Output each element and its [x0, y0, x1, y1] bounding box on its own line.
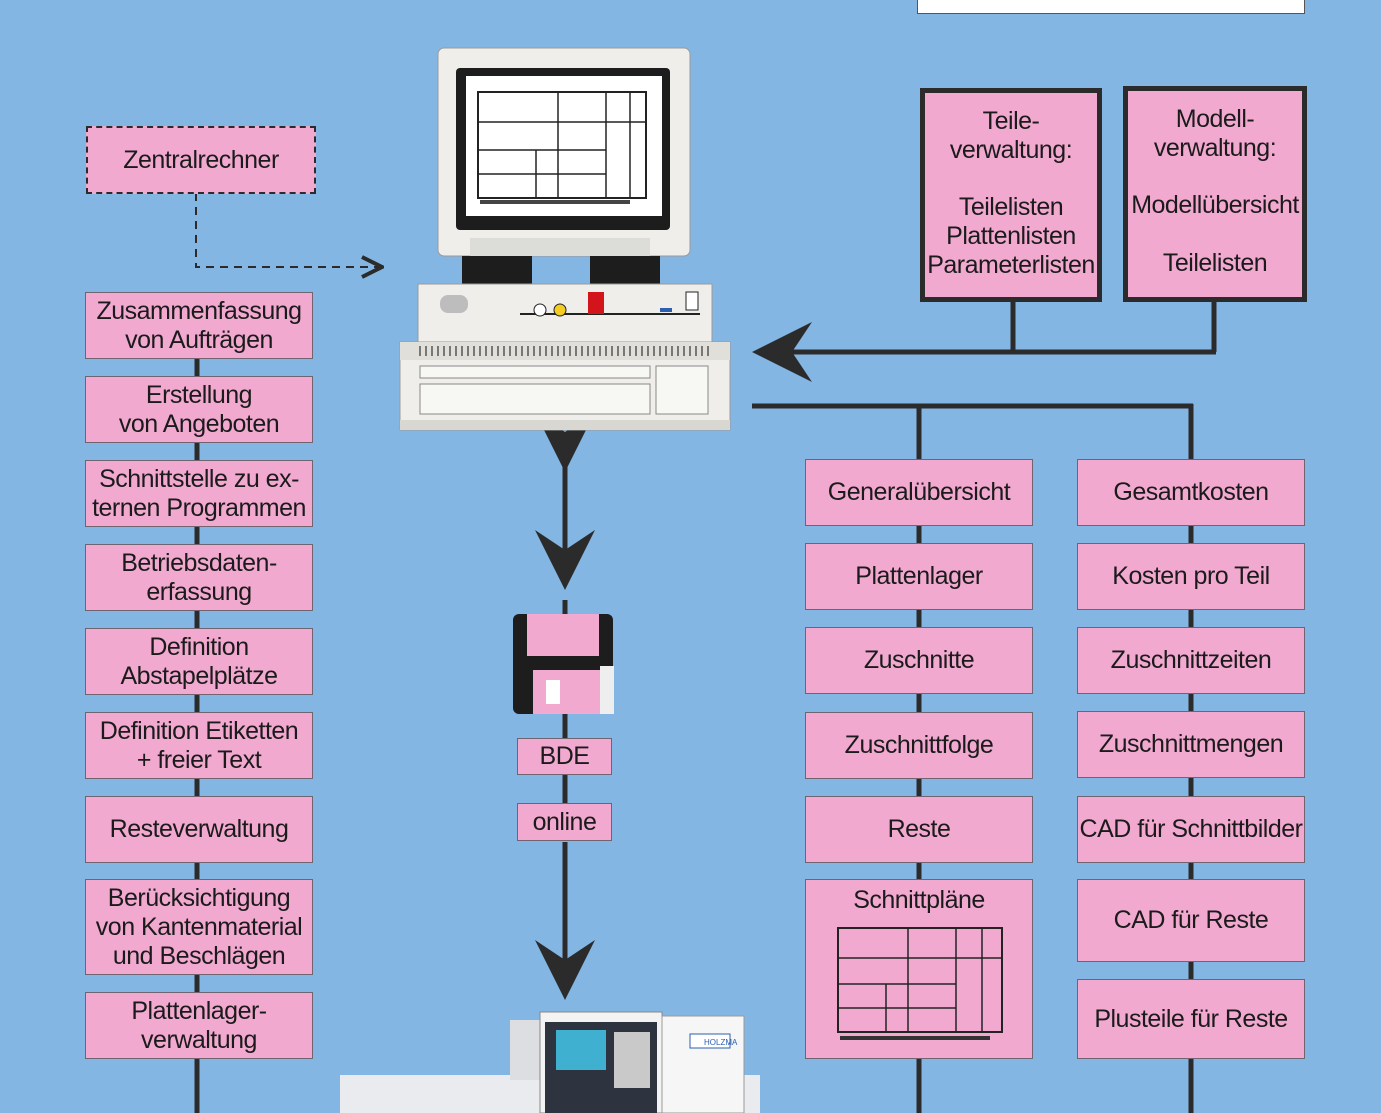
- left-box-4: Betriebsdaten- erfassung: [85, 544, 313, 611]
- left-box-label: Plattenlager- verwaltung: [131, 996, 267, 1054]
- left-box-label: Erstellung von Angeboten: [118, 380, 280, 438]
- modell-items: Modellübersicht Teilelisten: [1131, 191, 1299, 277]
- right-b-label: CAD für Reste: [1113, 906, 1269, 934]
- right-b-label: Kosten pro Teil: [1112, 562, 1270, 590]
- left-box-label: Schnittstelle zu ex- ternen Programmen: [92, 464, 306, 522]
- right-b-box-2: Kosten pro Teil: [1077, 543, 1305, 610]
- left-box-9: Plattenlager- verwaltung: [85, 992, 313, 1059]
- left-box-1: Zusammenfassung von Aufträgen: [85, 292, 313, 359]
- right-a-label: Zuschnitte: [863, 646, 975, 674]
- online-box: online: [517, 803, 612, 841]
- left-box-8: Berücksichtigung von Kantenmaterial und …: [85, 879, 313, 975]
- teile-items: Teilelisten Plattenlisten Parameterliste…: [927, 193, 1095, 279]
- central-computer-box: Zentralrechner: [86, 126, 316, 194]
- right-b-box-3: Zuschnittzeiten: [1077, 627, 1305, 694]
- right-a-box-4: Zuschnittfolge: [805, 712, 1033, 779]
- right-a-label: Zuschnittfolge: [844, 731, 994, 759]
- left-box-label: Betriebsdaten- erfassung: [121, 548, 277, 606]
- right-a-label: Plattenlager: [855, 562, 983, 590]
- right-a-box-2: Plattenlager: [805, 543, 1033, 610]
- right-b-box-5: CAD für Schnittbilder: [1077, 796, 1305, 863]
- right-a-label: Schnittpläne: [853, 886, 985, 914]
- right-b-box-6: CAD für Reste: [1077, 879, 1305, 962]
- left-box-3: Schnittstelle zu ex- ternen Programmen: [85, 460, 313, 527]
- top-label-box: [917, 0, 1305, 14]
- modell-verwaltung-box: Modell- verwaltung: Modellübersicht Teil…: [1123, 86, 1307, 302]
- central-computer-label: Zentralrechner: [123, 145, 279, 174]
- right-b-box-4: Zuschnittmengen: [1077, 711, 1305, 778]
- left-box-label: Resteverwaltung: [109, 815, 289, 843]
- left-box-label: Definition Abstapelplätze: [120, 632, 278, 690]
- bde-box: BDE: [517, 738, 612, 775]
- right-b-label: Gesamtkosten: [1113, 478, 1269, 506]
- teile-verwaltung-box: Teile- verwaltung: Teilelisten Plattenli…: [920, 88, 1102, 302]
- floppy-disk-icon: [513, 614, 614, 714]
- right-a-box-3: Zuschnitte: [805, 627, 1033, 694]
- machine-brand-label: HOLZMA: [704, 1038, 738, 1047]
- saw-machine-icon: [340, 1011, 760, 1113]
- left-box-2: Erstellung von Angeboten: [85, 376, 313, 443]
- online-label: online: [532, 807, 597, 836]
- right-a-box-5: Reste: [805, 796, 1033, 863]
- right-b-label: Plusteile für Reste: [1094, 1004, 1288, 1033]
- bde-label: BDE: [539, 742, 590, 770]
- right-b-box-1: Gesamtkosten: [1077, 459, 1305, 526]
- keyboard-icon: [399, 341, 731, 431]
- right-a-box-1: Generalübersicht: [805, 459, 1033, 526]
- right-a-label: Reste: [887, 815, 951, 843]
- right-b-label: Zuschnittmengen: [1098, 730, 1284, 758]
- left-box-6: Definition Etiketten + freier Text: [85, 712, 313, 779]
- right-a-label: Generalübersicht: [827, 478, 1011, 506]
- right-b-label: CAD für Schnittbilder: [1079, 815, 1303, 843]
- left-box-label: Zusammenfassung von Aufträgen: [96, 296, 302, 354]
- left-box-5: Definition Abstapelplätze: [85, 628, 313, 695]
- left-box-label: Definition Etiketten + freier Text: [99, 716, 299, 774]
- left-box-7: Resteverwaltung: [85, 796, 313, 863]
- left-box-label: Berücksichtigung von Kantenmaterial und …: [95, 883, 303, 970]
- monitor-icon: [437, 47, 691, 284]
- right-a-box-6: Schnittpläne: [805, 879, 1033, 1059]
- dashed-connector: [195, 193, 380, 267]
- right-b-label: Zuschnittzeiten: [1110, 646, 1272, 674]
- modell-title: Modell- verwaltung:: [1153, 105, 1277, 162]
- computer-base-icon: [417, 283, 713, 343]
- right-b-box-7: Plusteile für Reste: [1077, 979, 1305, 1059]
- teile-title: Teile- verwaltung:: [949, 107, 1073, 164]
